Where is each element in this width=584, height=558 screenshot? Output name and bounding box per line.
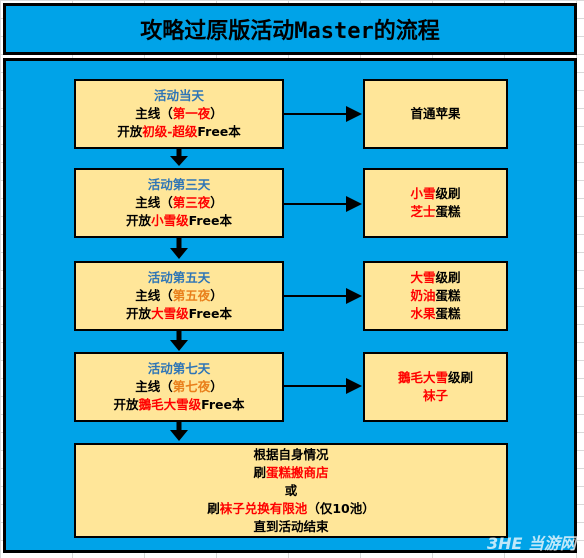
step-level: 初级-超级 [142,124,198,139]
result-box-4: 鵝毛大雪级刷 袜子 [363,352,508,422]
watermark: 3HE 当游网 [486,534,576,553]
result-item: 奶油 [410,288,436,303]
step-day: 活动第七天 [147,361,211,376]
step-day: 活动第五天 [147,270,211,285]
down-arrow-4-head [170,430,188,441]
result-box-3: 大雪级刷 奶油蛋糕 水果蛋糕 [363,261,508,331]
result-item: 芝士 [410,204,436,219]
step-text: 主线（ [135,195,173,210]
step-text: Free本 [188,213,232,228]
result-item: 小雪 [410,186,436,201]
result-box-1: 首通苹果 [363,79,508,149]
final-option: 袜子兑换有限池 [219,500,308,516]
final-option: 蛋糕搬商店 [266,464,329,480]
step-text: 主线（ [135,288,173,303]
step-level: 大雪级 [151,306,189,321]
down-arrow-2-head [170,248,188,259]
result-text: 级刷 [448,370,474,385]
step-level: 小雪级 [151,213,189,228]
step-box-4: 活动第七天 主线（第七夜） 开放鵝毛大雪级Free本 [74,352,284,422]
step-text: 主线（ [135,106,173,121]
final-text: 直到活动结束 [253,518,329,534]
result-text: 蛋糕 [435,288,461,303]
step-level: 鵝毛大雪级 [138,397,202,412]
step-day: 活动当天 [153,88,204,103]
result-text: 蛋糕 [435,204,461,219]
result-text: 首通苹果 [410,106,461,121]
result-text: 蛋糕 [435,306,461,321]
final-text: 刷 [207,500,220,516]
step-day: 活动第三天 [147,177,211,192]
result-item: 袜子 [422,388,448,403]
step-text: Free本 [197,124,241,139]
step-text: 开放 [113,397,139,412]
step-text: 开放 [126,306,152,321]
step-chapter: 第七夜 [172,379,211,394]
step-chapter: 第三夜 [172,195,211,210]
down-arrow-3-head [170,340,188,351]
result-item: 鵝毛大雪 [397,370,448,385]
step-text: ） [210,288,223,303]
down-arrow-1-head [170,156,188,166]
step-text: Free本 [201,397,245,412]
step-text: 开放 [126,213,152,228]
final-text: 刷 [253,464,266,480]
step-text: 主线（ [135,379,173,394]
final-box: 根据自身情况 刷蛋糕搬商店 或 刷袜子兑换有限池（仅10池） 直到活动结束 [74,443,508,538]
step-text: ） [210,106,223,121]
step-box-3: 活动第五天 主线（第五夜） 开放大雪级Free本 [74,261,284,331]
final-text: 或 [284,482,298,498]
step-text: ） [210,195,223,210]
diagram-title: 攻略过原版活动Master的流程 [3,3,577,55]
step-box-2: 活动第三天 主线（第三夜） 开放小雪级Free本 [74,168,284,238]
result-text: 级刷 [435,186,461,201]
result-box-2: 小雪级刷 芝士蛋糕 [363,168,508,238]
step-box-1: 活动当天 主线（第一夜） 开放初级-超级Free本 [74,79,284,149]
step-text: Free本 [188,306,232,321]
final-note: （仅10池） [307,500,375,516]
step-text: ） [210,379,223,394]
result-text: 级刷 [435,270,461,285]
result-item: 大雪 [410,270,436,285]
step-text: 开放 [117,124,143,139]
final-text: 根据自身情况 [253,446,329,462]
step-chapter: 第五夜 [172,288,211,303]
step-chapter: 第一夜 [172,106,211,121]
result-item: 水果 [410,306,436,321]
